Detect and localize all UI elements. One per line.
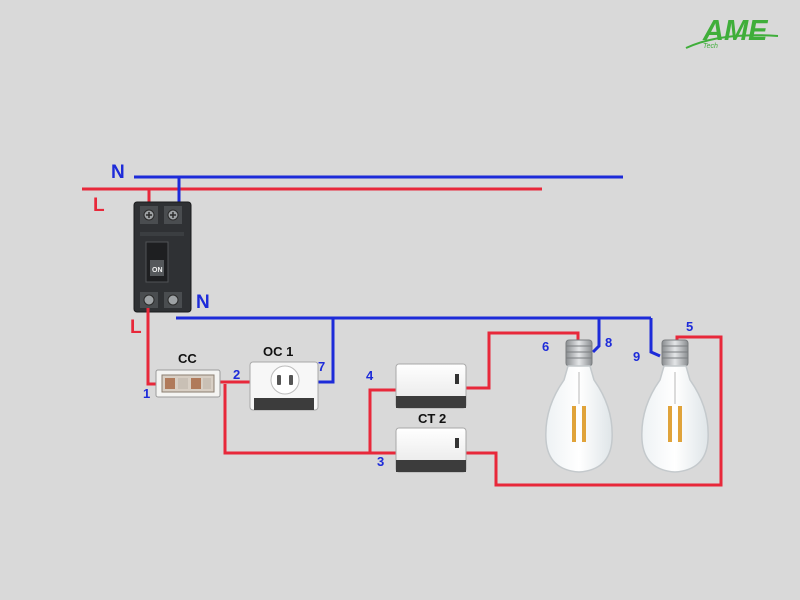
terminal-6-label: 6 — [542, 339, 549, 354]
bulb-2 — [641, 339, 709, 473]
switch-2 — [395, 427, 467, 473]
live-to-switch-wire — [223, 384, 398, 455]
terminal-9-label: 9 — [633, 349, 640, 364]
neutral-to-bulb1-wire — [591, 318, 601, 354]
live-to-fuse-wire — [146, 308, 158, 386]
outlet-label: OC 1 — [263, 344, 293, 359]
terminal-1-label: 1 — [143, 386, 150, 401]
logo-swoosh — [685, 34, 779, 49]
ame-logo: AME Tech — [685, 15, 779, 50]
outlet-oc1 — [249, 361, 319, 411]
switch-common-link-wire — [368, 388, 398, 453]
switch1-to-bulb1-wire — [466, 331, 580, 390]
switch-label: CT 2 — [418, 411, 446, 426]
terminal-7-label: 7 — [318, 359, 325, 374]
bulb-1 — [545, 339, 613, 473]
circuit-breaker: ON — [133, 201, 192, 313]
main-live-label: L — [93, 195, 105, 216]
fuse-cc — [155, 369, 221, 398]
fuse-label: CC — [178, 351, 197, 366]
terminal-2-label: 2 — [233, 367, 240, 382]
main-neutral-label: N — [111, 162, 125, 183]
terminal-5-label: 5 — [686, 319, 693, 334]
logo-brand: AME — [702, 15, 769, 47]
neutral-to-bulb2-wire — [649, 318, 661, 358]
terminal-3-label: 3 — [377, 454, 384, 469]
terminal-4-label: 4 — [366, 368, 374, 383]
switch-1 — [395, 363, 467, 409]
breaker-out-live-label: L — [130, 317, 142, 338]
logo-tagline: Tech — [703, 43, 718, 50]
breaker-out-neutral-label: N — [196, 292, 210, 313]
breaker-on-text: ON — [152, 267, 163, 274]
neutral-to-outlet-wire — [318, 318, 335, 384]
terminal-8-label: 8 — [605, 335, 612, 350]
switch2-to-bulb2-wire — [466, 335, 723, 487]
